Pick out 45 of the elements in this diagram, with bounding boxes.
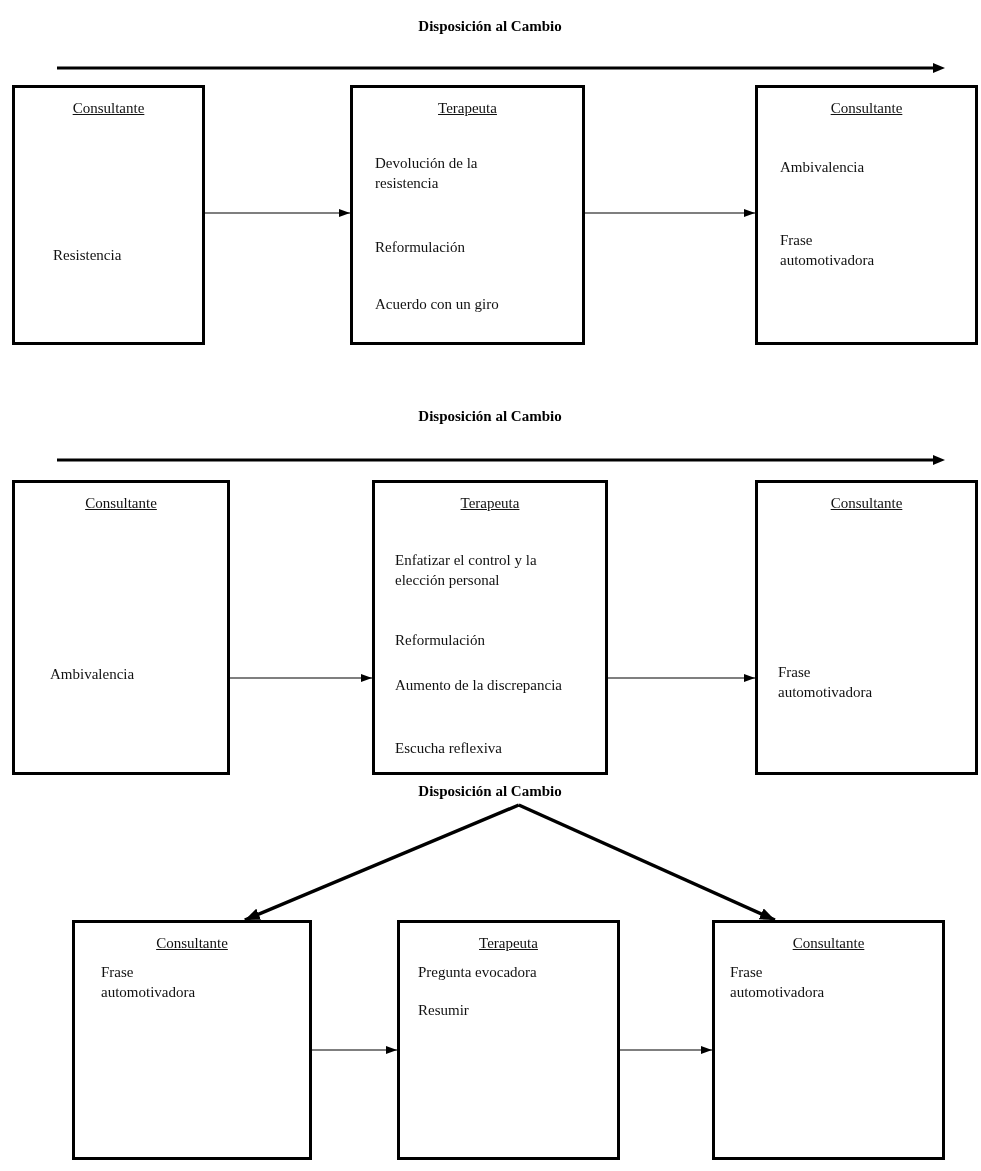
box-text: Frase automotivadora [780,231,876,270]
box-text: Resumir [418,1001,470,1020]
process-box [12,480,230,775]
box-heading: Consultante [791,935,866,952]
box-heading: Consultante [84,495,158,512]
box-text: Aumento de la discrepancia [395,676,563,695]
arrow [311,1046,398,1054]
box-heading: Consultante [829,495,904,512]
box-text: Resistencia [53,246,123,265]
box-text: Escucha reflexiva [395,739,504,758]
box-text: Frase automotivadora [730,963,826,1002]
box-text: Pregunta evocadora [418,963,538,982]
section-title: Disposición al Cambio [400,783,580,800]
arrow [204,209,351,217]
box-heading: Consultante [71,100,146,117]
arrow [518,803,776,922]
arrow [607,674,756,682]
box-heading: Consultante [829,100,904,117]
arrow [229,674,373,682]
arrow [619,1046,713,1054]
process-box [755,85,978,345]
box-text: Acuerdo con un giro [375,295,500,314]
box-heading: Terapeuta [478,935,539,952]
process-box [350,85,585,345]
process-box [712,920,945,1160]
box-text: Devolución de la resistencia [375,154,479,193]
section-title: Disposición al Cambio [417,408,563,425]
box-heading: Consultante [155,935,229,952]
process-box [12,85,205,345]
box-text: Frase automotivadora [101,963,197,1002]
section-title: Disposición al Cambio [417,18,563,35]
box-text: Reformulación [375,238,466,257]
process-box [755,480,978,775]
arrow [584,209,756,217]
box-text: Reformulación [395,631,486,650]
box-heading: Terapeuta [459,495,521,512]
box-text: Ambivalencia [780,158,866,177]
box-text: Enfatizar el control y la elección personal [395,551,538,590]
process-box [397,920,620,1160]
process-box [72,920,312,1160]
box-text: Frase automotivadora [778,663,874,702]
process-box [372,480,608,775]
box-text: Ambivalencia [50,665,136,684]
arrow [244,803,520,922]
box-heading: Terapeuta [437,100,498,117]
